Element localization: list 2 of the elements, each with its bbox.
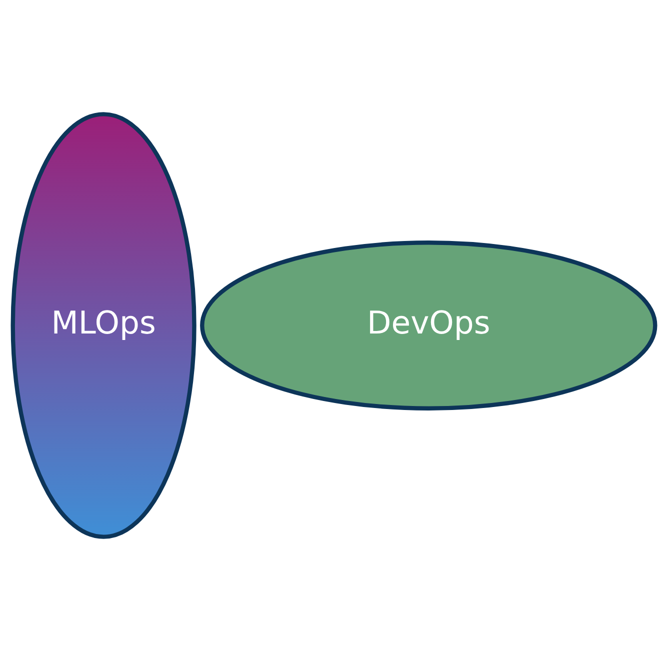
node-ellipse: MLOps bbox=[10, 112, 196, 538]
node-ellipse: DevOps bbox=[200, 240, 658, 410]
